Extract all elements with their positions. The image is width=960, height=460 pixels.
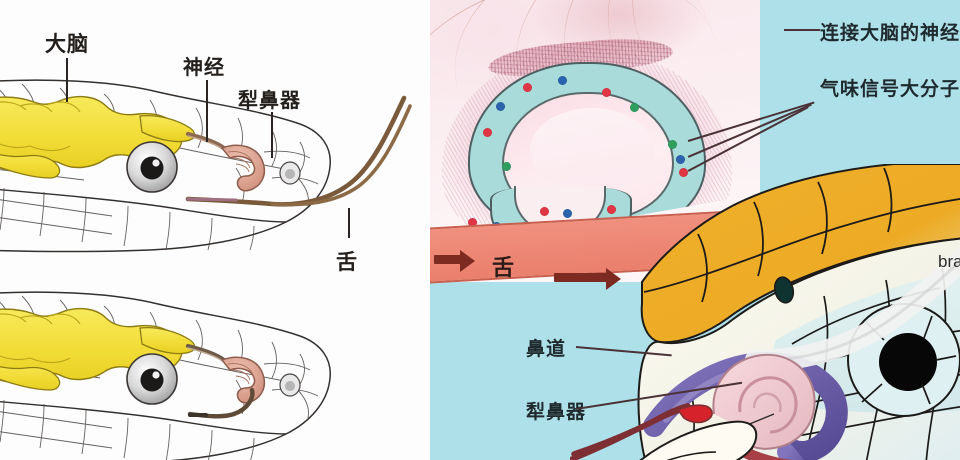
odor-molecule-red <box>483 128 492 137</box>
odor-molecule-red <box>679 168 688 177</box>
odor-molecule-red <box>602 88 611 97</box>
lower-snake-head <box>0 291 331 460</box>
odor-molecule-green <box>502 162 511 171</box>
odor-molecule-green <box>630 103 639 112</box>
tongue-base <box>186 197 238 202</box>
label-nerve: 神经 <box>183 55 225 79</box>
vomeronasal-organ <box>220 144 266 192</box>
left-panel: 大脑 神经 犁鼻器 舌 <box>0 0 430 460</box>
odor-molecule-red <box>607 205 616 214</box>
upper-snake-head <box>0 79 412 253</box>
nerve-bundle <box>185 131 227 151</box>
lower-jaw <box>639 420 758 460</box>
odor-molecule-blue <box>496 102 505 111</box>
label-vomeronasal-organ-right: 犁鼻器 <box>526 401 587 423</box>
odor-molecule-red <box>540 207 549 216</box>
left-panel-illustration <box>0 79 412 460</box>
eye <box>126 353 178 405</box>
forked-tongue <box>570 403 713 460</box>
odor-molecule-blue <box>563 209 572 218</box>
eye <box>126 141 178 193</box>
nerve-to-brain-purple <box>643 352 848 460</box>
label-tongue: 舌 <box>336 250 358 274</box>
label-brain-truncated: bra <box>938 252 960 271</box>
label-nasal-passage: 鼻道 <box>526 338 567 360</box>
nerve-bundle <box>185 343 227 363</box>
vno-lumen-core <box>530 108 654 192</box>
label-vomeronasal-organ: 犁鼻器 <box>238 88 301 112</box>
label-brain: 大脑 <box>45 32 89 56</box>
leader-tongue <box>348 208 350 238</box>
odor-molecule-red <box>523 83 532 92</box>
odor-molecule-blue <box>676 155 685 164</box>
leader-vomeronasal-organ <box>271 112 273 158</box>
jaw-line <box>0 401 287 435</box>
leader-brain <box>66 58 68 102</box>
odor-molecule-red <box>468 218 477 227</box>
leader-nerve-to-brain <box>784 29 820 31</box>
jaw-line <box>0 189 287 223</box>
label-odor-molecules: 气味信号大分子 <box>820 78 960 100</box>
label-nerve-to-brain: 连接大脑的神经 <box>820 22 960 44</box>
leader-nerve <box>206 80 208 142</box>
upper-jaw-scale-lines <box>643 167 960 303</box>
nostril <box>773 276 795 304</box>
odor-molecule-green <box>668 140 677 149</box>
odor-molecule-blue <box>558 76 567 85</box>
label-tongue-right: 舌 <box>492 256 516 281</box>
snake-head-schematic <box>637 164 960 460</box>
tongue-fork <box>270 104 412 207</box>
right-panel: 舌 <box>430 0 960 460</box>
